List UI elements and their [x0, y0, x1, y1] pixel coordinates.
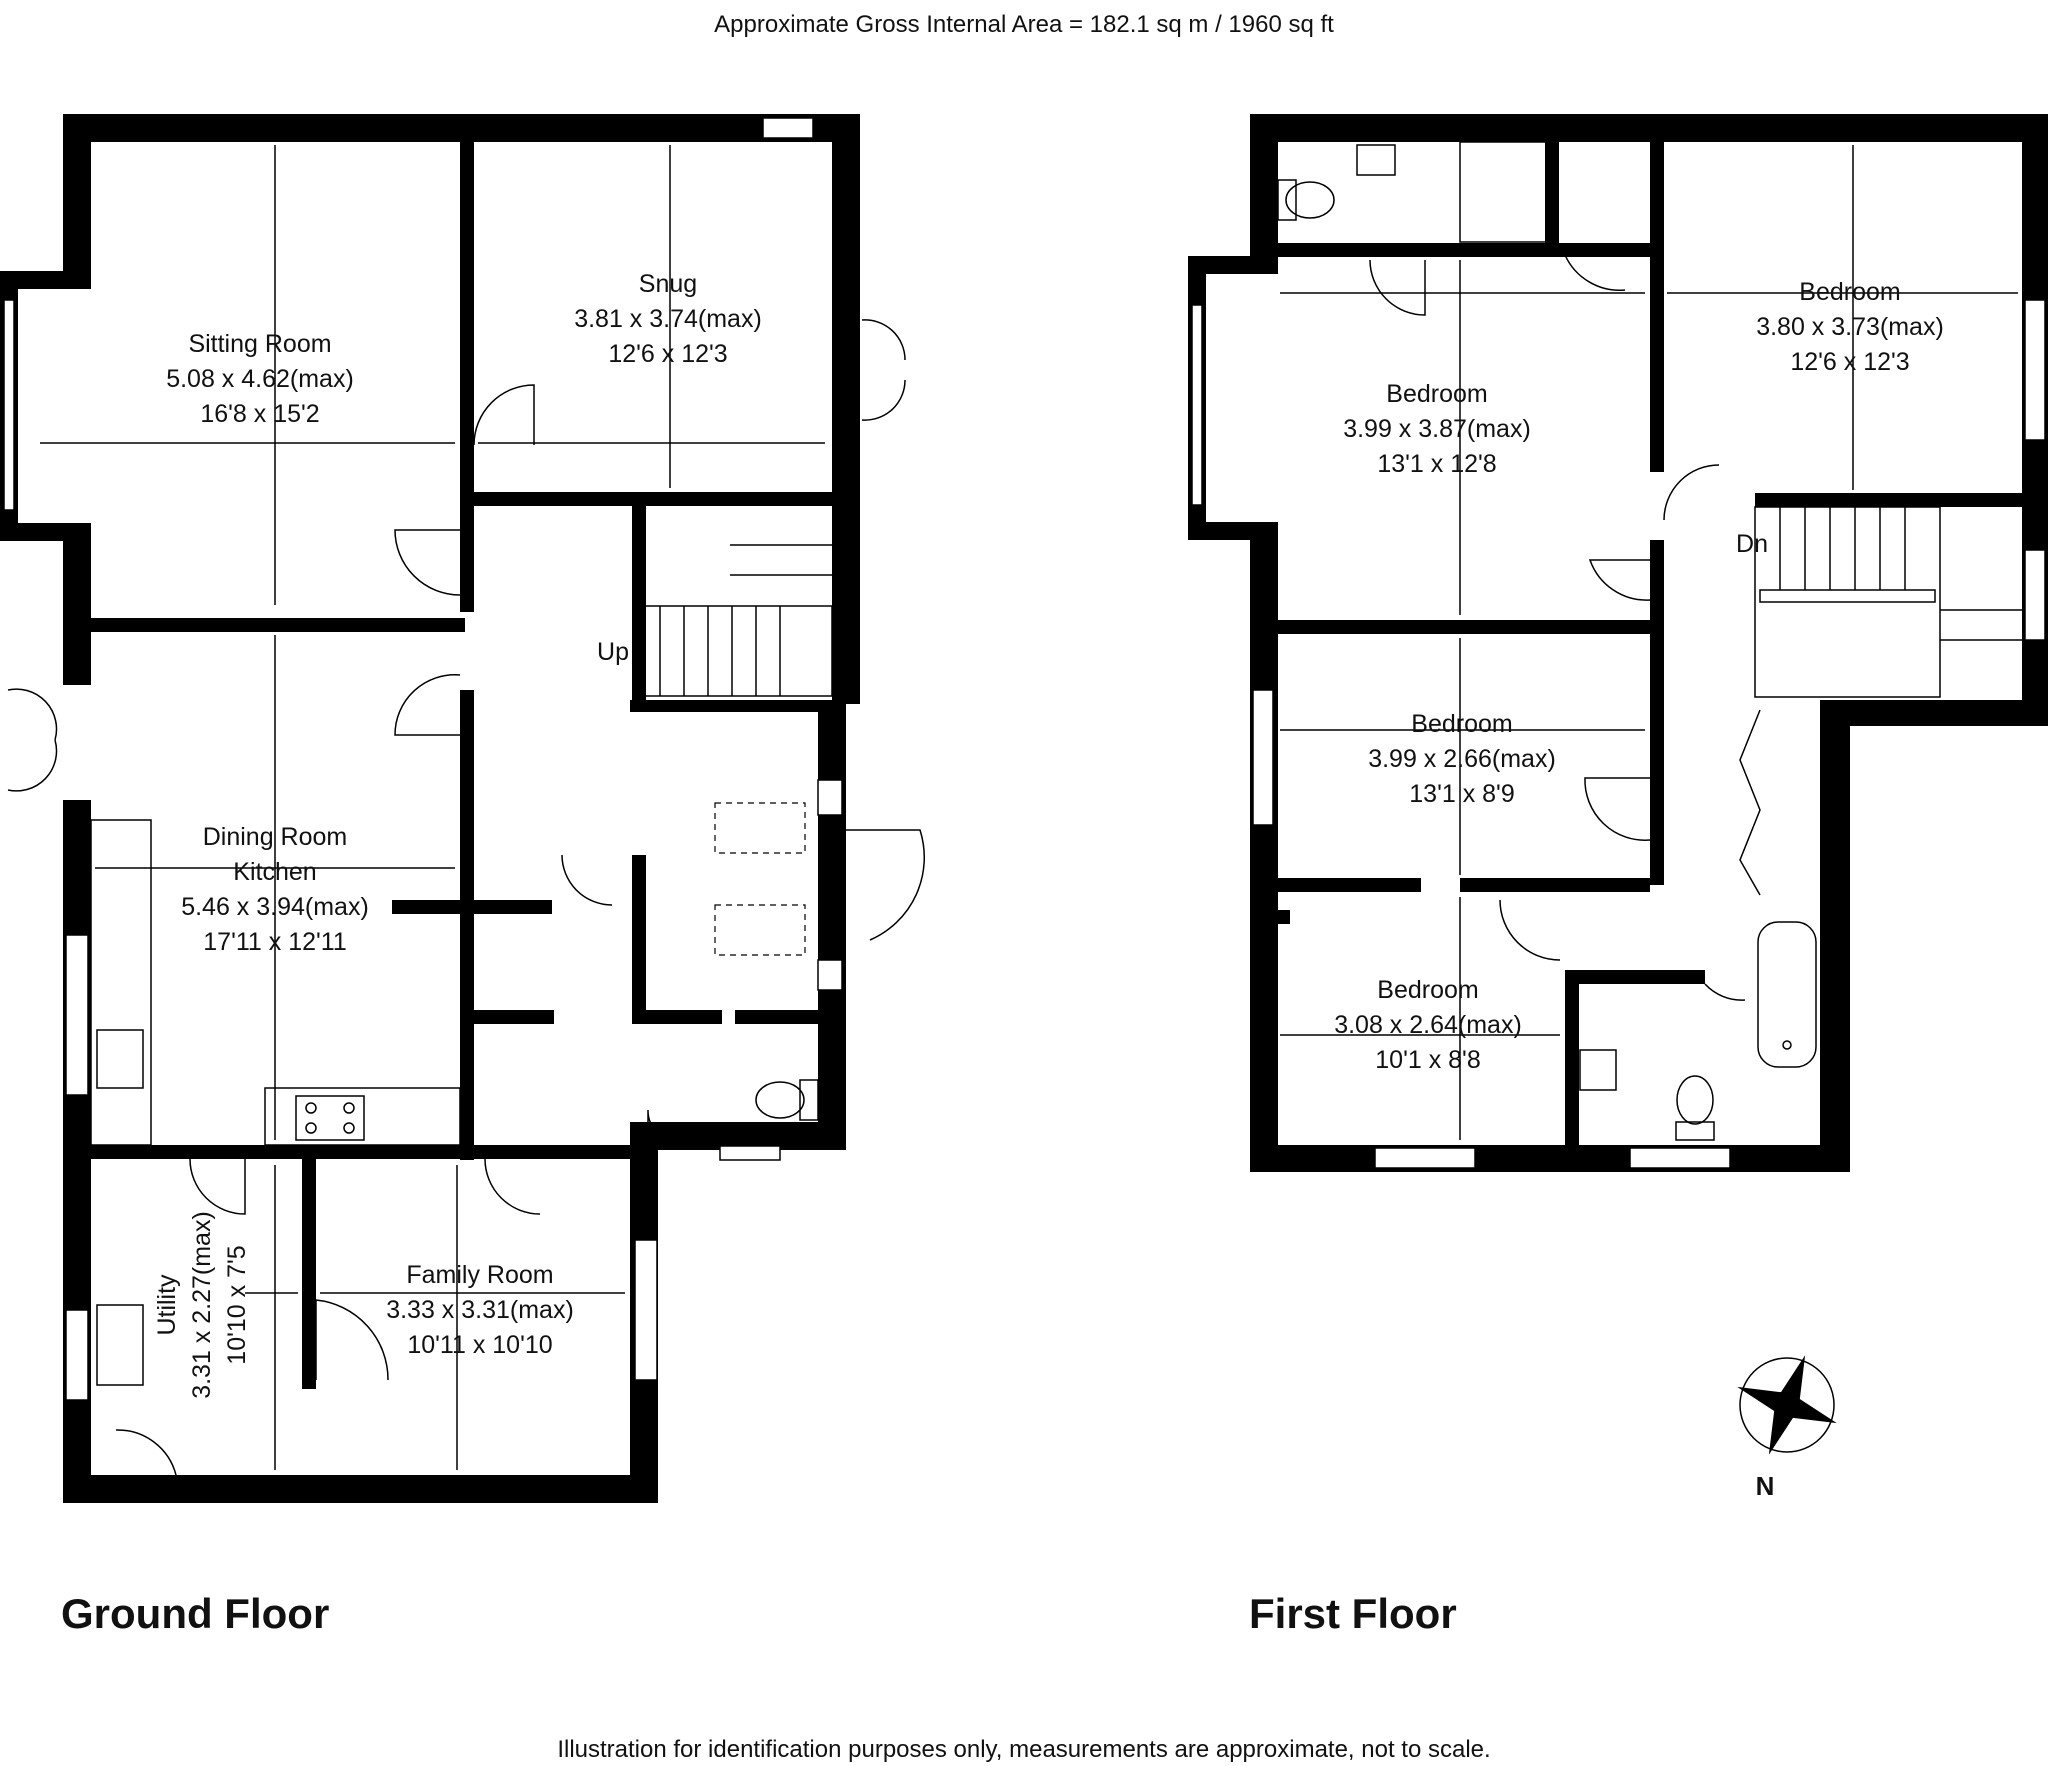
room-imperial: 10'10 x 7'5 [223, 1245, 251, 1364]
stairs-up-label: Up [597, 638, 629, 666]
room-metric: 3.31 x 2.27(max) [188, 1211, 216, 1399]
gross-area-heading: Approximate Gross Internal Area = 182.1 … [714, 11, 1334, 38]
room-metric: 5.08 x 4.62(max) [166, 365, 354, 393]
room-name: Dining Room [203, 823, 348, 851]
room-metric: 3.80 x 3.73(max) [1756, 313, 1944, 341]
ground-floor-title: Ground Floor [61, 1590, 329, 1637]
room-imperial: 16'8 x 15'2 [200, 400, 319, 428]
room-sitting-room: Sitting Room 5.08 x 4.62(max) 16'8 x 15'… [166, 330, 354, 428]
room-name: Bedroom [1377, 976, 1478, 1004]
room-imperial: 17'11 x 12'11 [203, 928, 346, 956]
room-metric: 3.81 x 3.74(max) [574, 305, 762, 333]
room-snug: Snug 3.81 x 3.74(max) 12'6 x 12'3 [574, 270, 762, 368]
room-family-room: Family Room 3.33 x 3.31(max) 10'11 x 10'… [386, 1261, 574, 1359]
stairs-down-label: Dn [1736, 530, 1768, 558]
room-metric: 3.33 x 3.31(max) [386, 1296, 574, 1324]
room-imperial: 13'1 x 12'8 [1377, 450, 1496, 478]
first-floor-title: First Floor [1249, 1590, 1457, 1637]
room-imperial: 13'1 x 8'9 [1409, 780, 1514, 808]
room-utility: Utility 3.31 x 2.27(max) 10'10 x 7'5 [153, 1211, 251, 1399]
room-metric: 3.99 x 2.66(max) [1368, 745, 1556, 773]
first-floor-plan: Bedroom 3.99 x 3.87(max) 13'1 x 12'8 Bed… [1188, 114, 2048, 1172]
room-bedroom-4: Bedroom 3.08 x 2.64(max) 10'1 x 8'8 [1334, 976, 1522, 1074]
room-metric: 5.46 x 3.94(max) [181, 893, 369, 921]
compass-north-label: N [1756, 1471, 1775, 1501]
room-bedroom-3: Bedroom 3.99 x 2.66(max) 13'1 x 8'9 [1368, 710, 1556, 808]
room-name: Family Room [406, 1261, 553, 1289]
ground-floor-plan: Sitting Room 5.08 x 4.62(max) 16'8 x 15'… [0, 114, 925, 1503]
disclaimer-text: Illustration for identification purposes… [557, 1736, 1490, 1763]
room-imperial: 10'11 x 10'10 [407, 1331, 552, 1359]
room-name: Bedroom [1799, 278, 1900, 306]
compass-rose: N [1737, 1355, 1837, 1501]
room-metric: 3.08 x 2.64(max) [1334, 1011, 1522, 1039]
compass-star-icon [1737, 1355, 1837, 1455]
room-imperial: 10'1 x 8'8 [1375, 1046, 1480, 1074]
room-name: Bedroom [1386, 380, 1487, 408]
room-dining-kitchen: Dining Room Kitchen 5.46 x 3.94(max) 17'… [181, 823, 369, 956]
room-name: Sitting Room [188, 330, 331, 358]
room-name-secondary: Kitchen [233, 858, 316, 886]
room-name: Utility [153, 1274, 181, 1336]
room-bedroom-2: Bedroom 3.80 x 3.73(max) 12'6 x 12'3 [1756, 278, 1944, 376]
room-metric: 3.99 x 3.87(max) [1343, 415, 1531, 443]
room-name: Snug [639, 270, 697, 298]
room-imperial: 12'6 x 12'3 [608, 340, 727, 368]
room-name: Bedroom [1411, 710, 1512, 738]
room-imperial: 12'6 x 12'3 [1790, 348, 1909, 376]
room-bedroom-1: Bedroom 3.99 x 3.87(max) 13'1 x 12'8 [1343, 380, 1531, 478]
